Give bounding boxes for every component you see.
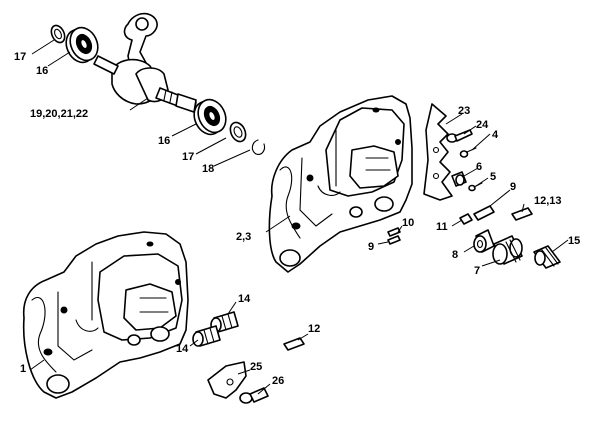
crankcase-right-hole [279, 249, 301, 267]
crankcase-right-cylinder-mount [349, 145, 399, 189]
tensioner-nut-7 [492, 235, 523, 265]
callout-12-13: 12,13 [534, 195, 562, 207]
retaining-clip [251, 139, 266, 155]
crank-journal-left [93, 55, 119, 75]
callout-25: 25 [250, 361, 262, 373]
screw-5 [468, 182, 483, 192]
callout-26: 26 [272, 375, 284, 387]
sleeve-6 [451, 171, 467, 187]
stud-14-upper [210, 311, 239, 333]
dowel-pin-9-right [473, 205, 495, 221]
callout-labels: 17 16 19,20,21,22 16 17 18 2,3 23 24 4 6… [14, 51, 580, 387]
crankshaft-assembly [93, 12, 197, 113]
bushing-8 [473, 229, 495, 253]
callout-9-left: 9 [368, 241, 374, 253]
screw-24 [446, 129, 473, 143]
callout-11: 11 [436, 221, 448, 233]
callout-14-bottom: 14 [176, 343, 189, 355]
callout-10: 10 [402, 217, 414, 229]
callout-7: 7 [474, 265, 480, 277]
pin-12-13 [511, 207, 533, 221]
callout-6: 6 [476, 161, 482, 173]
dowel-pin-11 [459, 213, 473, 225]
bearing-upper [65, 26, 99, 64]
connecting-rod-small-end [135, 17, 149, 31]
callout-8: 8 [452, 249, 458, 261]
callout-15: 15 [568, 235, 580, 247]
callout-24: 24 [476, 119, 489, 131]
callout-1: 1 [20, 363, 26, 375]
screw-4 [459, 147, 477, 158]
pin-12-lower [283, 337, 305, 351]
crankcase-left-cylinder-mount [123, 283, 177, 331]
pin-9-left [387, 235, 401, 245]
crankcase-left-hole [46, 374, 70, 394]
callout-2-3: 2,3 [236, 231, 251, 243]
callout-4: 4 [492, 129, 499, 141]
pin-10 [387, 227, 401, 237]
bracket-plate-25 [207, 361, 247, 399]
callout-14-top: 14 [238, 293, 251, 305]
callout-17-bottom: 17 [182, 151, 194, 163]
callout-18: 18 [202, 163, 214, 175]
crankcase-half-right [268, 95, 413, 273]
leader-lines [29, 39, 569, 395]
stud-15 [533, 245, 561, 269]
seal-ring-upper [50, 24, 66, 44]
seal-ring-lower [229, 121, 247, 143]
callout-16-bottom: 16 [158, 135, 170, 147]
callout-9-right: 9 [510, 181, 516, 193]
callout-5: 5 [490, 171, 496, 183]
crankcase-half-left [22, 231, 189, 399]
callout-19-22: 19,20,21,22 [30, 108, 88, 120]
callout-16-top: 16 [36, 65, 48, 77]
screw-26 [239, 387, 269, 404]
callout-12-lower: 12 [308, 323, 320, 335]
bearing-lower [193, 98, 227, 136]
crank-shaft-end [175, 93, 197, 113]
callout-17-top: 17 [14, 51, 26, 63]
stud-14-lower [192, 325, 221, 347]
callout-23: 23 [458, 105, 470, 117]
